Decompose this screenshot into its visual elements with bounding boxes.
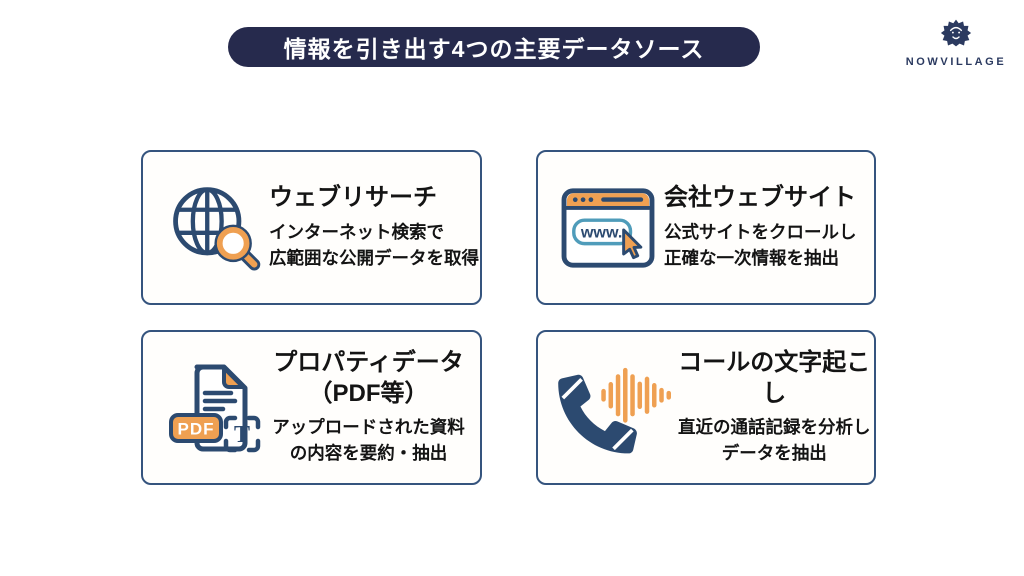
card-property-data: PDF T プロパティデータ （PDF等） アップロードされた資料 の内容を要約… [141,330,482,485]
page-title: 情報を引き出す4つの主要データソース [283,36,705,62]
card-text: 会社ウェブサイト 公式サイトをクロールし 正確な一次情報を抽出 [664,183,866,272]
card-text: コールの文字起こし 直近の通話記録を分析し データを抽出 [678,348,875,467]
pdf-badge-label: PDF [178,419,215,438]
card-call-transcription: コールの文字起こし 直近の通話記録を分析し データを抽出 [536,330,876,485]
pdf-document-icon: PDF T [157,358,269,458]
card-description: アップロードされた資料 の内容を要約・抽出 [272,417,465,464]
phone-waveform-icon [552,361,678,455]
card-title: 会社ウェブサイト [664,184,856,212]
card-description: 公式サイトをクロールし 正確な一次情報を抽出 [664,221,857,268]
card-description: 直近の通話記録を分析し データを抽出 [678,417,871,464]
card-text: プロパティデータ （PDF等） アップロードされた資料 の内容を要約・抽出 [269,348,472,467]
card-web-research: ウェブリサーチ インターネット検索で 広範囲な公開データを取得 [141,150,482,305]
ocr-letter: T [234,422,250,448]
card-title: プロパティデータ （PDF等） [273,348,464,407]
data-source-grid: ウェブリサーチ インターネット検索で 広範囲な公開データを取得 [141,150,876,485]
brand-logo: NOWVILLAGE [906,18,1006,68]
browser-www-icon: www. [552,185,664,271]
card-text: ウェブリサーチ インターネット検索で 広範囲な公開データを取得 [269,183,483,272]
page-title-banner: 情報を引き出す4つの主要データソース [228,27,760,67]
globe-search-icon [157,180,269,276]
www-label: www. [580,223,622,241]
card-company-website: www. 会社ウェブサイト 公式サイトをクロールし 正確な一次情報を抽出 [536,150,876,305]
lion-icon [940,18,972,53]
card-title: コールの文字起こし [678,348,871,407]
brand-name: NOWVILLAGE [905,56,1007,68]
card-description: インターネット検索で 広範囲な公開データを取得 [269,221,479,268]
card-title: ウェブリサーチ [269,184,437,212]
